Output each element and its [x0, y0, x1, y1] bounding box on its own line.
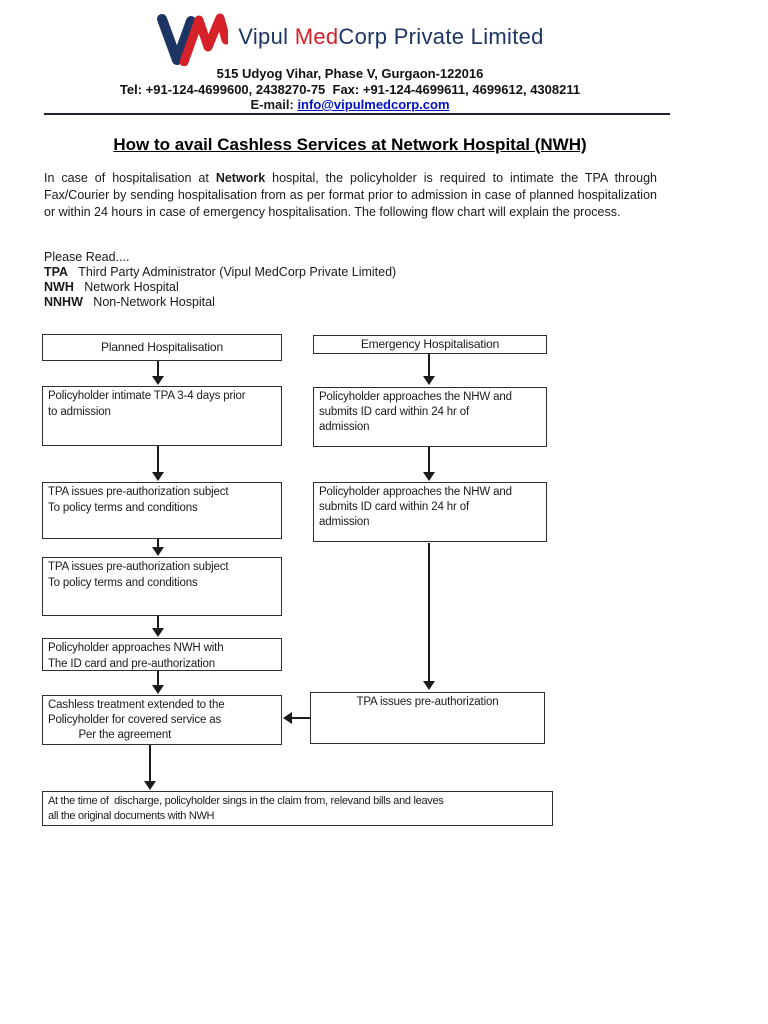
arrow-down-icon — [423, 354, 435, 385]
intro-before: In case of hospitalisation at — [44, 171, 216, 185]
flow-box-planned-header: Planned Hospitalisation — [42, 334, 282, 361]
glossary-abbr: NNHW — [44, 295, 83, 309]
vipul-medcorp-logo-icon — [157, 13, 229, 66]
flow-box-emergency-header: Emergency Hospitalisation — [313, 335, 547, 354]
flow-box-cashless-treatment: Cashless treatment extended to the Polic… — [42, 695, 282, 745]
arrow-down-icon — [152, 539, 164, 556]
header-divider — [44, 113, 670, 115]
arrow-down-icon — [423, 447, 435, 481]
flow-box-preauth-subject-1: TPA issues pre-authorization subject To … — [42, 482, 282, 539]
company-name: Vipul MedCorp Private Limited — [238, 24, 543, 50]
email-line: E-mail: info@vipulmedcorp.com — [0, 97, 700, 113]
company-contact: Tel: +91-124-4699600, 2438270-75 Fax: +9… — [119, 81, 581, 97]
flow-box-final-discharge: At the time of discharge, policyholder s… — [42, 791, 553, 826]
brand-row: Vipul MedCorp Private Limited — [0, 10, 700, 66]
arrow-left-icon — [283, 712, 310, 724]
arrow-down-icon — [152, 616, 164, 637]
glossary-item-nnhw: NNHW Non-Network Hospital — [44, 295, 396, 310]
glossary-def: Non-Network Hospital — [82, 295, 215, 309]
page-title: How to avail Cashless Services at Networ… — [113, 135, 587, 154]
flow-box-planned-intimate: Policyholder intimate TPA 3-4 days prior… — [42, 386, 282, 446]
arrow-down-icon — [152, 361, 164, 385]
company-name-rest: Corp Private Limited — [338, 24, 544, 49]
arrow-down-icon — [423, 543, 435, 690]
flow-box-emergency-approach-2: Policyholder approaches the NHW and subm… — [313, 482, 547, 542]
intro-bold-network: Network — [215, 171, 266, 185]
arrow-down-icon — [152, 671, 164, 694]
glossary-abbr: NWH — [44, 280, 74, 294]
glossary-lead: Please Read.... — [44, 250, 130, 264]
glossary-def: Network Hospital — [73, 280, 179, 294]
glossary-abbr: TPA — [44, 265, 69, 279]
email-link[interactable]: info@vipulmedcorp.com — [297, 97, 450, 112]
flow-box-preauth-subject-2: TPA issues pre-authorization subject To … — [42, 557, 282, 616]
company-address: 515 Udyog Vihar, Phase V, Gurgaon-122016 — [216, 66, 484, 81]
glossary-def: Third Party Administrator (Vipul MedCorp… — [68, 265, 397, 279]
intro-after: hospital, the policyholder is required t… — [44, 171, 657, 219]
company-name-vipul: Vipul — [238, 24, 295, 49]
company-name-med: Med — [294, 24, 339, 49]
arrow-down-icon — [144, 745, 156, 790]
letterhead: Vipul MedCorp Private Limited 515 Udyog … — [0, 10, 700, 113]
glossary-item-tpa: TPA Third Party Administrator (Vipul Med… — [44, 265, 396, 280]
flow-box-emergency-approach-1: Policyholder approaches the NHW and subm… — [313, 387, 547, 447]
email-label: E-mail: — [250, 97, 298, 112]
flow-box-approach-nwh: Policyholder approaches NWH with The ID … — [42, 638, 282, 671]
flow-box-tpa-issues-preauth: TPA issues pre-authorization — [310, 692, 545, 744]
glossary-item-nwh: NWH Network Hospital — [44, 280, 396, 295]
glossary: Please Read.... TPA Third Party Administ… — [44, 250, 396, 310]
arrow-down-icon — [152, 446, 164, 481]
intro-paragraph: In case of hospitalisation at Network ho… — [44, 170, 657, 221]
